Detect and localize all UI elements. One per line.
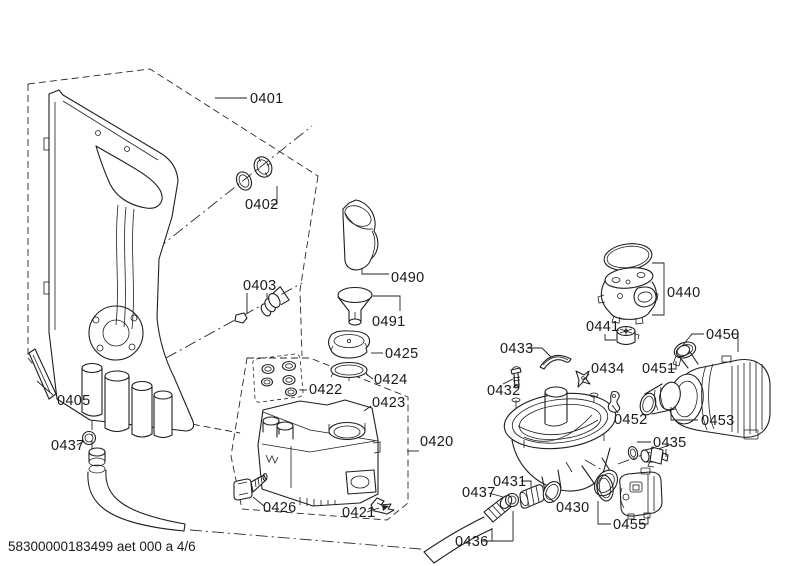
part-hose-connector [87, 447, 186, 532]
part-label-0423: 0423 [372, 395, 405, 411]
part-blade [28, 348, 57, 400]
part-label-0453: 0453 [701, 413, 734, 429]
dashed-boundary-side-panel [27, 68, 319, 434]
leader-lines [36, 97, 739, 542]
part-label-0437-left: 0437 [51, 438, 84, 454]
part-check-valve [627, 446, 669, 468]
part-valve-fitting [234, 286, 290, 324]
part-label-0435: 0435 [653, 435, 686, 451]
part-pump-head [597, 243, 659, 325]
part-hose-clamp [672, 341, 697, 367]
part-fastening-clip [370, 497, 395, 515]
document-id-text: 58300000183499 aet 000 a 4/6 [8, 539, 196, 554]
part-label-0441: 0441 [586, 319, 619, 335]
part-label-0401: 0401 [250, 91, 283, 107]
part-hose-coupling [519, 484, 545, 509]
part-label-0450: 0450 [706, 327, 739, 343]
dashed-boundary-softener [230, 357, 409, 521]
part-label-0433: 0433 [500, 341, 533, 357]
part-label-0430: 0430 [556, 500, 589, 516]
part-filling-jug [342, 199, 379, 271]
part-curved-bracket [539, 354, 572, 370]
part-seal-and-impeller [235, 156, 273, 191]
part-label-0422: 0422 [309, 382, 342, 398]
part-sump-basin [503, 386, 619, 503]
part-circulation-pump [668, 344, 771, 440]
part-label-0490: 0490 [391, 270, 424, 286]
part-label-0424: 0424 [374, 372, 407, 388]
part-label-0405: 0405 [57, 393, 90, 409]
part-label-0426: 0426 [263, 500, 296, 516]
part-label-0421: 0421 [342, 505, 375, 521]
part-funnel [337, 286, 373, 326]
part-o-ring-left [81, 430, 97, 446]
part-small-fitting [233, 472, 268, 501]
part-drain-pump [596, 467, 663, 520]
part-labels: 0401 0402 0403 0405 0437 0490 0491 0425 … [51, 91, 739, 550]
part-label-0440: 0440 [667, 285, 700, 301]
part-label-0402: 0402 [245, 197, 278, 213]
part-label-0455: 0455 [613, 517, 646, 533]
part-holder-bracket [607, 391, 621, 413]
part-label-0434: 0434 [591, 361, 624, 377]
part-label-0451: 0451 [642, 361, 675, 377]
part-label-0491: 0491 [372, 314, 405, 330]
part-o-ring-right [504, 492, 520, 508]
part-label-0436: 0436 [455, 534, 488, 550]
part-seal-kit [252, 353, 304, 403]
part-side-panel [43, 89, 195, 439]
part-water-softener-tank [257, 399, 381, 507]
part-drain-hose [423, 495, 513, 564]
part-label-0420: 0420 [420, 434, 453, 450]
part-label-0431: 0431 [493, 474, 526, 490]
part-label-0403: 0403 [243, 278, 276, 294]
part-small-clip [575, 370, 591, 388]
part-label-0452: 0452 [614, 412, 647, 428]
part-label-0432: 0432 [487, 383, 520, 399]
part-screw [510, 366, 522, 389]
part-rubber-sleeve [639, 381, 681, 416]
part-seal-ring [330, 361, 369, 381]
part-salt-cap [327, 330, 371, 359]
part-label-0437-right: 0437 [462, 485, 495, 501]
part-label-0425: 0425 [385, 346, 418, 362]
part-small-cap [616, 325, 640, 346]
